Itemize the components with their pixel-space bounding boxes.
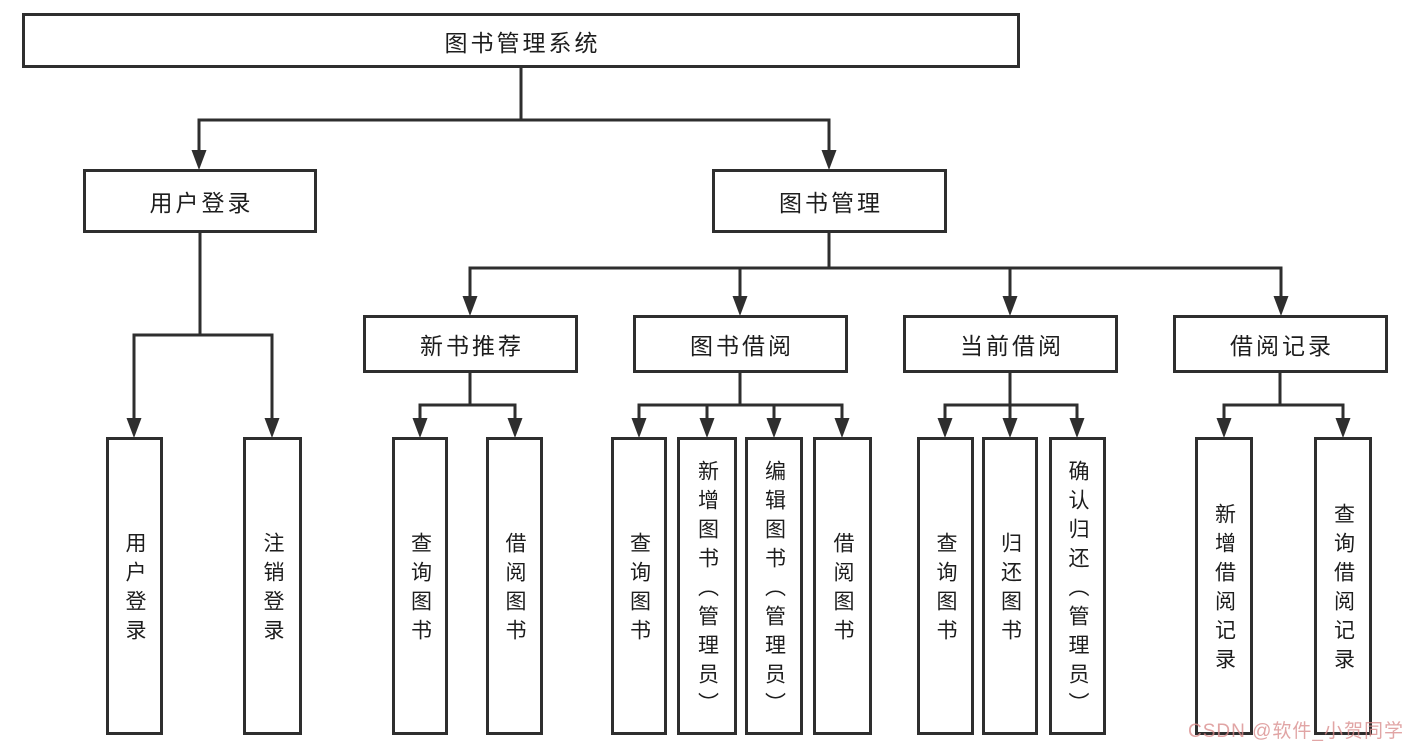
node-book-borrowing: 图书借阅	[633, 315, 848, 373]
leaf-add-books-admin: 新增图书（管理员）	[677, 437, 737, 735]
node-label: 新书推荐	[420, 333, 524, 359]
node-label: 用户登录	[149, 190, 254, 216]
node-label: 查询借阅记录	[1331, 503, 1355, 677]
leaf-logout: 注销登录	[243, 437, 302, 735]
leaf-user-login: 用户登录	[106, 437, 163, 735]
leaf-borrowing-borrow-books: 借阅图书	[813, 437, 872, 735]
node-label: 新增借阅记录	[1212, 503, 1236, 677]
node-new-book-recommend: 新书推荐	[363, 315, 578, 373]
node-label: 查询图书	[627, 532, 651, 648]
leaf-return-books: 归还图书	[982, 437, 1038, 735]
node-label: 确认归还（管理员）	[1066, 459, 1089, 721]
node-label: 新增图书（管理员）	[695, 459, 719, 721]
node-user-login: 用户登录	[83, 169, 317, 233]
csdn-watermark: CSDN @软件_小贺同学	[1188, 721, 1404, 742]
leaf-recommend-borrow-books: 借阅图书	[486, 437, 543, 735]
leaf-current-query-books: 查询图书	[917, 437, 974, 735]
node-label: 注销登录	[261, 532, 284, 648]
node-label: 查询图书	[934, 532, 957, 648]
node-current-borrowing: 当前借阅	[903, 315, 1118, 373]
node-label: 图书管理	[779, 190, 883, 216]
node-label: 图书管理系统	[444, 29, 601, 56]
node-library-management-system: 图书管理系统	[22, 13, 1020, 68]
node-label: 编辑图书（管理员）	[762, 459, 786, 721]
node-label: 当前借阅	[960, 333, 1064, 359]
node-label: 图书借阅	[690, 333, 794, 359]
node-label: 借阅图书	[831, 532, 854, 648]
node-label: 归还图书	[998, 532, 1022, 648]
leaf-edit-books-admin: 编辑图书（管理员）	[745, 437, 803, 735]
leaf-add-borrow-record: 新增借阅记录	[1195, 437, 1253, 735]
leaf-recommend-query-books: 查询图书	[392, 437, 448, 735]
leaf-confirm-return-admin: 确认归还（管理员）	[1049, 437, 1106, 735]
node-label: 借阅图书	[503, 532, 526, 648]
leaf-query-borrow-record: 查询借阅记录	[1314, 437, 1372, 735]
node-label: 借阅记录	[1230, 333, 1334, 359]
node-book-management: 图书管理	[712, 169, 947, 233]
node-label: 查询图书	[408, 532, 432, 648]
node-label: 用户登录	[123, 532, 146, 648]
leaf-borrowing-query-books: 查询图书	[611, 437, 667, 735]
node-borrow-records: 借阅记录	[1173, 315, 1388, 373]
